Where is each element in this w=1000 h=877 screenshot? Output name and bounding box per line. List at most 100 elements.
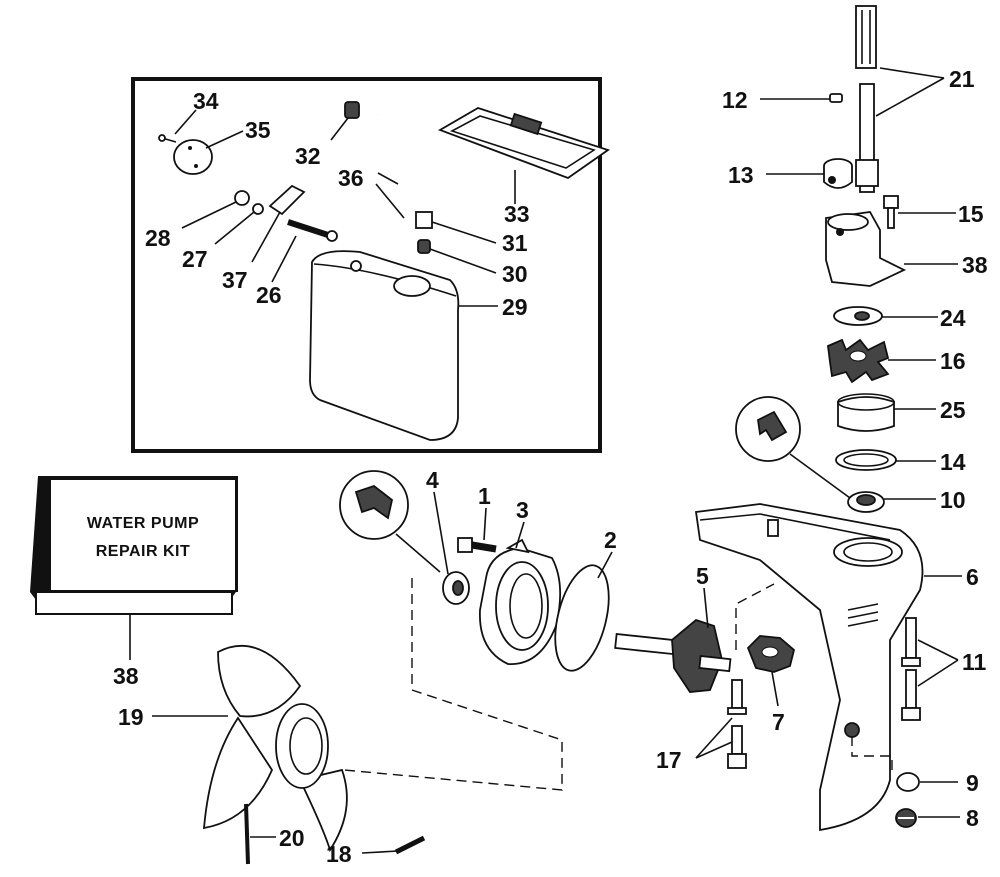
part-20-cotter-pin <box>244 803 250 865</box>
callout-15: 15 <box>958 201 984 227</box>
part-32-grommet <box>344 101 360 119</box>
leader-21a <box>879 67 945 79</box>
inset-frame <box>131 77 602 453</box>
callout-8: 8 <box>966 805 979 831</box>
leader-26 <box>271 235 297 283</box>
part-35-cover-plate <box>173 139 213 175</box>
part-13-collar <box>823 158 853 189</box>
callout-3: 3 <box>516 497 529 523</box>
leader-21b <box>875 77 945 117</box>
leader-28 <box>181 201 237 229</box>
callout-17: 17 <box>656 747 682 773</box>
leader-18 <box>361 850 399 854</box>
callout-19: 19 <box>118 704 144 730</box>
callout-34: 34 <box>193 88 219 114</box>
part-38-pump-housing <box>825 211 907 287</box>
callout-27: 27 <box>182 246 208 272</box>
callout-10: 10 <box>940 487 966 513</box>
callout-31: 31 <box>502 230 528 256</box>
callout-4: 4 <box>426 467 439 493</box>
part-28-nut <box>234 190 250 206</box>
dash-assembly-left <box>343 578 563 791</box>
part-19-propeller <box>203 644 348 853</box>
part-16-impeller <box>827 338 890 384</box>
part-17-screws <box>727 679 747 769</box>
part-21-driveshaft <box>855 5 879 193</box>
kit-label-line2: REPAIR KIT <box>96 543 190 560</box>
part-25-liner <box>837 393 895 432</box>
part-34-screw <box>158 134 177 143</box>
seal-detail-callout-left <box>339 470 441 573</box>
callout-37: 37 <box>222 267 248 293</box>
callout-33: 33 <box>504 201 530 227</box>
part-15-screw <box>883 195 899 229</box>
leader-17b <box>695 741 733 759</box>
callout-20: 20 <box>279 825 305 851</box>
dash-path-plug <box>851 736 893 770</box>
leader-36a <box>377 172 399 185</box>
leader-37 <box>251 211 281 263</box>
leader-4 <box>433 491 449 575</box>
leader-17a <box>695 717 733 759</box>
callout-26: 26 <box>256 282 282 308</box>
leader-31 <box>431 221 497 244</box>
leader-34 <box>174 109 197 135</box>
kit-box: WATER PUMP REPAIR KIT <box>30 476 238 615</box>
part-26-screw <box>287 219 338 242</box>
callout-21: 21 <box>949 66 975 92</box>
part-11-screws <box>901 617 921 721</box>
kit-label-line1: WATER PUMP <box>87 515 199 532</box>
part-30-grommet <box>417 239 431 254</box>
callout-6: 6 <box>966 564 979 590</box>
callout-24: 24 <box>940 305 966 331</box>
part-37-clip <box>268 184 306 216</box>
leader-11a <box>917 639 959 661</box>
callout-38-housing: 38 <box>962 252 988 278</box>
callout-13: 13 <box>728 162 754 188</box>
leader-3 <box>515 521 525 549</box>
callout-30: 30 <box>502 261 528 287</box>
callout-1: 1 <box>478 483 491 509</box>
part-24-plate <box>833 306 883 326</box>
callout-36: 36 <box>338 165 364 191</box>
leader-7 <box>771 671 779 707</box>
part-36-tube <box>377 113 406 254</box>
leader-32 <box>330 117 349 141</box>
part-33-gasket <box>437 107 610 180</box>
part-2-o-ring <box>554 564 610 672</box>
seal-detail-callout-right <box>735 396 851 499</box>
part-9-washer <box>896 772 920 792</box>
part-10-seal <box>847 491 885 513</box>
part-5-propshaft-gear <box>614 618 732 693</box>
callout-5: 5 <box>696 563 709 589</box>
part-6-gearcase <box>694 503 924 832</box>
callout-11: 11 <box>962 649 987 675</box>
callout-16: 16 <box>940 348 966 374</box>
callout-28: 28 <box>145 225 171 251</box>
leader-36b <box>375 183 405 219</box>
part-14-seal <box>835 449 897 471</box>
callout-2: 2 <box>604 527 617 553</box>
callout-29: 29 <box>502 294 528 320</box>
callout-12: 12 <box>722 87 748 113</box>
part-12-pin <box>829 93 843 103</box>
callout-25: 25 <box>940 397 966 423</box>
part-18-shear-pin <box>394 835 426 855</box>
callout-9: 9 <box>966 770 979 796</box>
callout-38-kit: 38 <box>113 663 139 689</box>
callout-32: 32 <box>295 143 321 169</box>
leader-27 <box>214 211 255 245</box>
callout-35: 35 <box>245 117 271 143</box>
part-4-seal <box>442 571 470 605</box>
part-3-bearing-housing <box>479 538 562 665</box>
leader-11b <box>917 659 959 687</box>
leader-35 <box>205 130 244 149</box>
leader-30 <box>429 248 497 274</box>
part-7-pinion <box>746 635 796 673</box>
part-1-screw <box>457 537 497 553</box>
leader-2 <box>597 551 613 579</box>
callout-18: 18 <box>326 841 352 867</box>
callout-numbers: 34 35 32 36 33 28 27 37 26 31 30 29 21 1… <box>113 66 988 867</box>
part-31-sleeve <box>415 211 433 229</box>
leader-5 <box>703 587 709 629</box>
